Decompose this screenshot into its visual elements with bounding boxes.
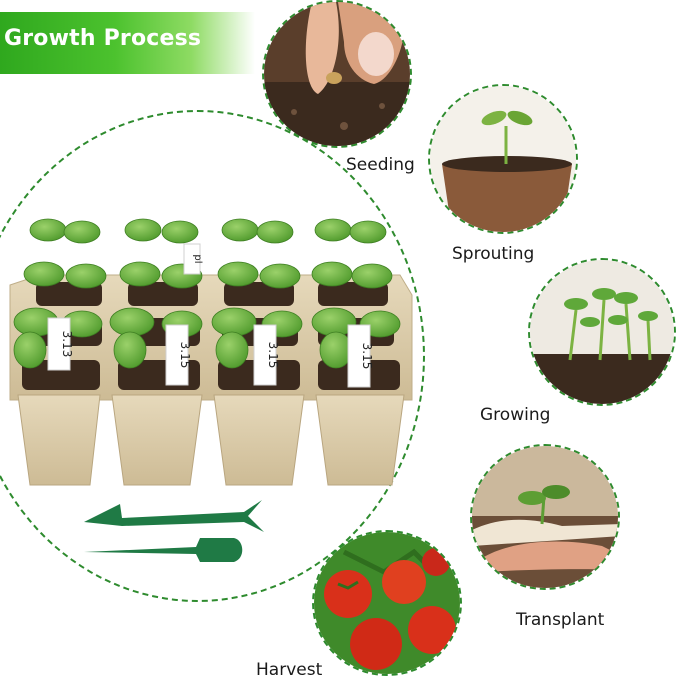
harvest-photo	[312, 530, 462, 676]
growing-photo	[528, 258, 676, 406]
transplant-label: Transplant	[516, 610, 605, 630]
seed-tray-illustration: 3.13 3.15 3.15 3.15 pl	[9, 218, 413, 562]
plant-tag-2: 3.15	[165, 324, 192, 386]
plant-tag-2-text: 3.15	[178, 342, 192, 369]
plant-tag-5-text: pl	[192, 254, 203, 263]
seeding-photo	[262, 0, 412, 148]
plant-tag-4-text: 3.15	[360, 343, 374, 370]
plant-tag-4: 3.15	[347, 324, 374, 388]
plant-tag-5: pl	[183, 243, 203, 275]
sprouting-label: Sprouting	[452, 244, 535, 264]
tray-dashed-ring	[0, 110, 425, 602]
growing-label: Growing	[480, 405, 551, 425]
seeding-label: Seeding	[346, 155, 415, 175]
plant-tag-3-text: 3.15	[266, 342, 280, 369]
plant-tag-3: 3.15	[253, 324, 280, 386]
plant-tag-1: 3.13	[47, 317, 74, 371]
growth-process-banner: Growth Process	[0, 12, 255, 74]
garden-tools-icon	[84, 500, 264, 562]
banner-title: Growth Process	[4, 26, 202, 51]
sprouting-photo	[428, 84, 578, 234]
plant-tag-1-text: 3.13	[60, 331, 74, 358]
harvest-label: Harvest	[256, 660, 323, 680]
transplant-photo	[470, 444, 620, 590]
